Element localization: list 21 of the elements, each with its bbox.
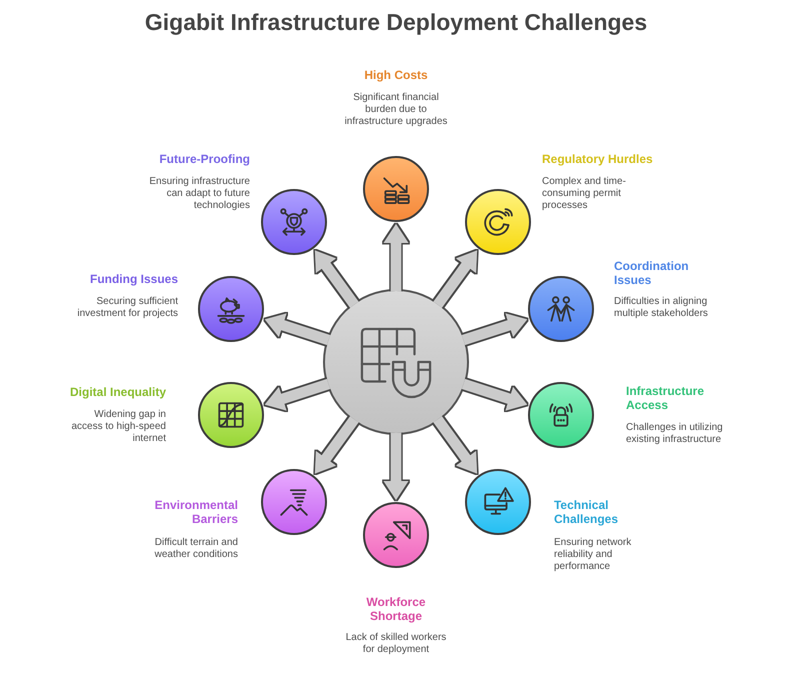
challenge-description: Challenges in utilizing existing infrastructure	[626, 422, 724, 446]
challenge-description: Significant financial burden due to infrastructure upgrades	[344, 92, 448, 128]
challenge-description: Widening gap in access to high-speed internet	[70, 409, 166, 446]
challenge-description: Lack of skilled workers for deployment	[345, 632, 447, 656]
challenge-description: Difficulties in aligning multiple stakeholders	[614, 296, 709, 320]
challenge-description: Complex and time-consuming permit processes	[542, 176, 627, 212]
challenge-description: Difficult terrain and weather conditions	[154, 536, 238, 561]
challenge-title: Workforce Shortage	[366, 594, 426, 622]
challenge-title: Environmental Barriers	[154, 498, 238, 526]
challenge-description: Ensuring infrastructure can adapt to future technologies	[148, 176, 250, 212]
challenge-title: Technical Challenges	[554, 498, 620, 526]
challenge-title: Digital Inequality	[68, 385, 166, 400]
challenge-title: Infrastructure Access	[626, 384, 706, 412]
challenge-title: Regulatory Hurdles	[542, 152, 654, 166]
challenge-description: Securing sufficient investment for projects	[76, 296, 178, 320]
challenge-description: Ensuring network reliability and performance	[554, 536, 632, 573]
challenge-title: Coordination Issues	[614, 258, 690, 286]
challenge-title: Future-Proofing	[158, 152, 250, 166]
diagram-title: Gigabit Infrastructure Deployment Challenges	[144, 8, 648, 36]
challenge-title: Funding Issues	[88, 272, 178, 286]
challenge-title: High Costs	[364, 68, 428, 82]
